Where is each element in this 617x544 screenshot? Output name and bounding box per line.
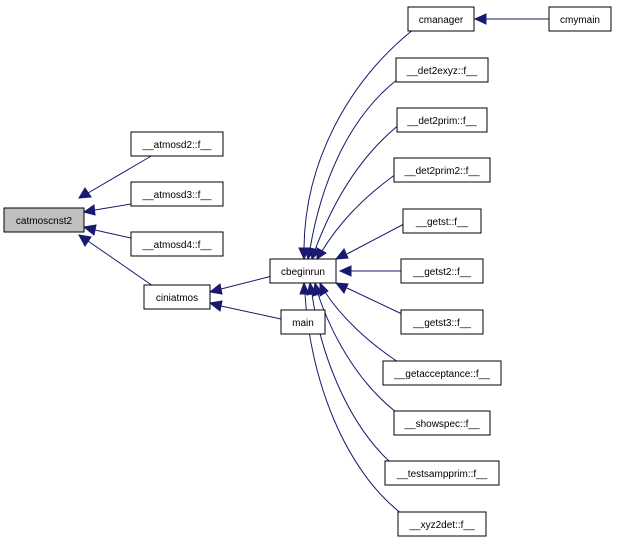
edge-arrow xyxy=(82,204,96,216)
edge-arrow xyxy=(316,247,327,260)
node-showspec[interactable]: __showspec::f__ xyxy=(393,410,491,436)
node-label-testsampprim: __testsampprim::f__ xyxy=(396,469,488,480)
node-label-cmymain: cmymain xyxy=(560,15,600,26)
node-getst2[interactable]: __getst2::f__ xyxy=(400,258,484,284)
edge-arrow xyxy=(473,13,487,25)
node-label-getacceptance: __getacceptance::f__ xyxy=(393,369,490,380)
edge-getst3-cbeginrun xyxy=(346,287,405,316)
edge-arrow xyxy=(334,248,349,260)
edge-cmanager-cbeginrun xyxy=(303,28,415,249)
node-main[interactable]: main xyxy=(280,309,326,335)
node-det2prim[interactable]: __det2prim::f__ xyxy=(396,107,488,133)
edge-showspec-cbeginrun xyxy=(317,293,397,413)
edge-cbeginrun-ciniatmos xyxy=(220,275,273,290)
edge-arrow xyxy=(208,300,223,312)
node-atmosd2[interactable]: __atmosd2::f__ xyxy=(130,131,224,157)
node-label-atmosd4: __atmosd4::f__ xyxy=(142,240,212,251)
node-cmymain[interactable]: cmymain xyxy=(548,6,612,32)
edge-main-ciniatmos xyxy=(220,305,282,320)
edge-arrow xyxy=(78,234,92,247)
node-label-atmosd2: __atmosd2::f__ xyxy=(142,140,212,151)
node-label-showspec: __showspec::f__ xyxy=(403,419,479,430)
edges xyxy=(78,13,549,515)
node-ciniatmos[interactable]: ciniatmos xyxy=(143,284,211,310)
node-catmoscnst2[interactable]: catmoscnst2 xyxy=(3,207,85,233)
node-label-main: main xyxy=(292,318,314,329)
edge-arrow xyxy=(208,283,223,295)
node-label-ciniatmos: ciniatmos xyxy=(156,293,198,304)
node-label-cbeginrun: cbeginrun xyxy=(281,267,325,278)
node-label-atmosd3: __atmosd3::f__ xyxy=(142,190,212,201)
edge-atmosd2-catmoscnst2 xyxy=(87,154,154,194)
node-atmosd3[interactable]: __atmosd3::f__ xyxy=(130,181,224,207)
node-getst3[interactable]: __getst3::f__ xyxy=(400,309,484,335)
node-cmanager[interactable]: cmanager xyxy=(407,6,475,32)
node-label-getst3: __getst3::f__ xyxy=(412,318,471,329)
edge-getst-cbeginrun xyxy=(346,223,405,255)
edge-arrow xyxy=(334,282,349,294)
node-testsampprim[interactable]: __testsampprim::f__ xyxy=(384,460,500,486)
node-label-det2exyz: __det2exyz::f__ xyxy=(406,66,478,77)
edge-atmosd4-catmoscnst2 xyxy=(94,229,132,239)
edge-arrow xyxy=(299,281,310,295)
node-label-catmoscnst2: catmoscnst2 xyxy=(16,216,73,227)
node-label-getst: __getst::f__ xyxy=(415,217,469,228)
node-label-xyz2det: __xyz2det::f__ xyxy=(408,520,474,531)
node-xyz2det[interactable]: __xyz2det::f__ xyxy=(397,511,487,537)
edge-det2prim-cbeginrun xyxy=(314,123,401,251)
node-det2prim2[interactable]: __det2prim2::f__ xyxy=(393,157,491,183)
node-det2exyz[interactable]: __det2exyz::f__ xyxy=(395,57,489,83)
node-cbeginrun[interactable]: cbeginrun xyxy=(269,258,337,284)
node-label-cmanager: cmanager xyxy=(419,15,464,26)
edge-det2prim2-cbeginrun xyxy=(321,173,397,252)
node-getst[interactable]: __getst::f__ xyxy=(402,208,482,234)
edge-arrow xyxy=(306,281,317,296)
edge-arrow xyxy=(78,187,92,199)
node-getacceptance[interactable]: __getacceptance::f__ xyxy=(382,360,502,386)
edge-arrow xyxy=(82,224,97,236)
edge-arrow xyxy=(338,265,352,277)
edge-ciniatmos-catmoscnst2 xyxy=(87,240,154,287)
node-atmosd4[interactable]: __atmosd4::f__ xyxy=(130,231,224,257)
node-label-det2prim: __det2prim::f__ xyxy=(406,116,477,127)
edge-getacceptance-cbeginrun xyxy=(324,291,399,363)
node-label-getst2: __getst2::f__ xyxy=(412,267,471,278)
nodes: catmoscnst2 __atmosd2::f__ __atmosd3::f_… xyxy=(3,6,612,537)
node-label-det2prim2: __det2prim2::f__ xyxy=(403,166,479,177)
edge-atmosd3-catmoscnst2 xyxy=(94,203,132,211)
edge-det2exyz-cbeginrun xyxy=(309,78,399,250)
